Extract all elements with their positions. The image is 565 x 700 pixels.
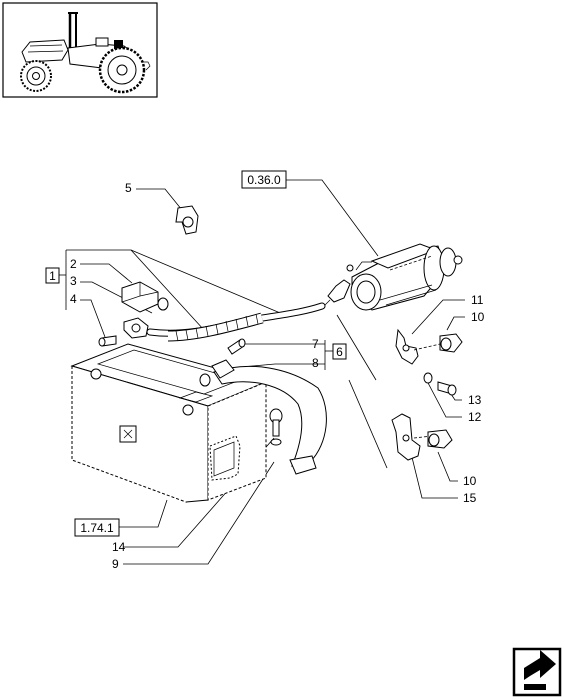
washer-9 [270, 438, 282, 446]
terminal-cover-2 [121, 281, 159, 313]
tractor-thumbnail[interactable] [2, 2, 158, 98]
group-box-6: 6 [332, 343, 347, 360]
bolt-4 [98, 335, 117, 347]
cable-clip-5 [175, 205, 199, 235]
callout-3: 3 [70, 274, 77, 288]
ref-starter-label: 0.36.0 [247, 173, 281, 187]
callout-5: 5 [125, 181, 132, 195]
callout-4: 4 [70, 292, 77, 306]
tractor-icon [20, 12, 151, 94]
group-box-1: 1 [45, 267, 60, 284]
starter-motor [346, 243, 463, 311]
nut-3 [157, 297, 169, 311]
callout-9: 9 [112, 557, 119, 571]
callout-14: 14 [112, 540, 126, 554]
ground-strap [199, 359, 327, 475]
bolt-14 [269, 408, 283, 437]
clamp-10-lower [427, 429, 453, 449]
bracket-15 [391, 413, 433, 461]
battery-cable [123, 279, 351, 342]
ref-box-battery[interactable]: 1.74.1 [74, 518, 120, 537]
clamp-10-upper [439, 333, 463, 353]
callout-10-upper: 10 [471, 310, 485, 324]
bolt-13 [437, 381, 457, 396]
ref-battery-label: 1.74.1 [80, 521, 114, 535]
callout-11: 11 [471, 293, 484, 307]
callout-12: 12 [468, 410, 482, 424]
group-6-label: 6 [336, 345, 343, 359]
callout-13: 13 [468, 393, 482, 407]
washer-12 [423, 372, 433, 384]
bolt-7 [227, 338, 246, 355]
callout-8: 8 [312, 356, 319, 370]
group-1-label: 1 [49, 269, 56, 283]
bracket-11 [395, 328, 441, 365]
callout-15: 15 [463, 491, 477, 505]
callout-10-lower: 10 [463, 474, 477, 488]
ref-box-starter[interactable]: 0.36.0 [241, 170, 287, 189]
callout-2: 2 [70, 257, 77, 271]
battery [70, 343, 268, 503]
next-page-arrow-icon[interactable] [512, 647, 562, 697]
